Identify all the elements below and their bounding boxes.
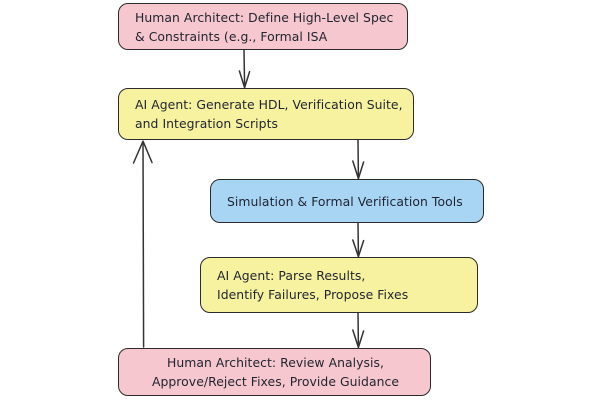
node-label-line: Simulation & Formal Verification Tools	[227, 193, 463, 209]
edge-parse-to-review	[352, 312, 365, 349]
edge-generate-to-tools	[352, 139, 365, 180]
node-label-line: AI Agent: Generate HDL, Verification Sui…	[135, 97, 403, 112]
node-human-architect-define-spec[interactable]: Human Architect: Define High-Level Spec …	[118, 3, 408, 50]
node-label-line: Human Architect: Define High-Level Spec	[135, 9, 394, 25]
node-label-line: & Constraints (e.g., Formal ISA	[135, 28, 328, 44]
edge-tools-to-parse	[352, 222, 365, 258]
edge-spec-to-generate	[238, 49, 251, 89]
node-simulation-formal-verification-tools[interactable]: Simulation & Formal Verification Tools	[210, 179, 484, 223]
edge-review-to-generate-feedback	[132, 140, 153, 348]
node-label-line: Human Architect: Review Analysis,	[166, 355, 385, 370]
node-label-line: AI Agent: Parse Results,	[217, 268, 366, 283]
node-label-line: and Integration Scripts	[135, 116, 279, 131]
node-label-line: Identify Failures, Propose Fixes	[217, 287, 409, 302]
node-human-architect-review-analysis[interactable]: Human Architect: Review Analysis, Approv…	[118, 348, 431, 396]
node-label-line: Approve/Reject Fixes, Provide Guidance	[151, 374, 400, 389]
node-ai-agent-parse-results[interactable]: AI Agent: Parse Results, Identify Failur…	[200, 257, 478, 313]
node-ai-agent-generate-hdl[interactable]: AI Agent: Generate HDL, Verification Sui…	[118, 88, 414, 140]
